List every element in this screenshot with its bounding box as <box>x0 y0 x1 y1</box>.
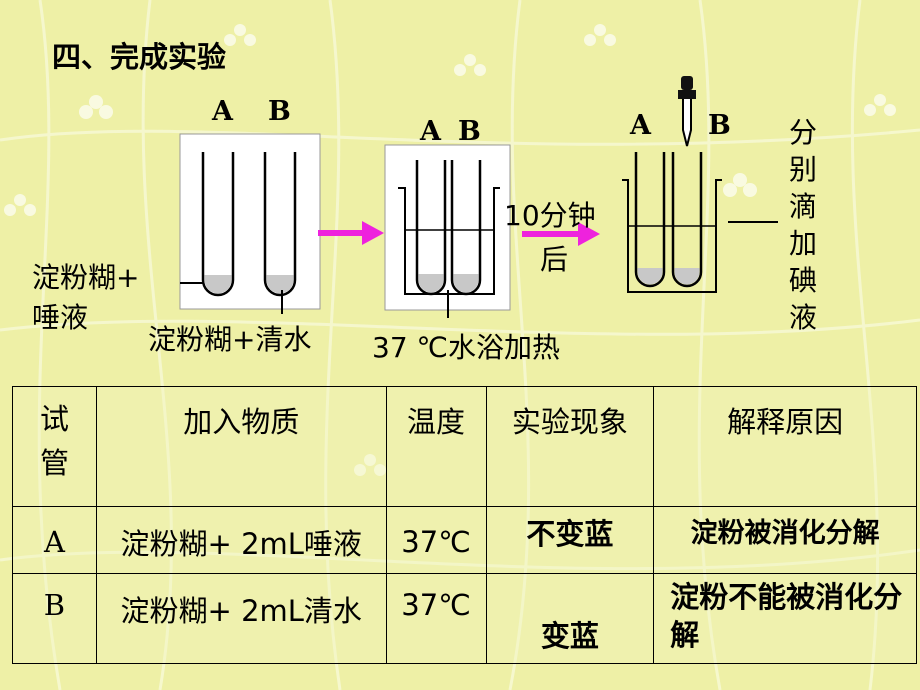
step2-bottom-label: 37 ℃水浴加热 <box>372 331 560 364</box>
page-title: 四、完成实验 <box>52 40 227 74</box>
cell-substance: 淀粉糊+ 2mL清水 <box>95 573 387 664</box>
step3-label-a: A <box>630 110 651 141</box>
step1-label-a: A <box>212 96 233 127</box>
step2-water-bath <box>384 144 511 318</box>
cell-temperature: 37℃ <box>385 506 487 574</box>
step3-label-b: B <box>708 110 731 141</box>
cell-phenomenon: 不变蓝 <box>485 506 655 574</box>
table-row: A 淀粉糊+ 2mL唾液 37℃ 不变蓝 淀粉被消化分解 <box>12 506 917 574</box>
header-tube: 试管 <box>12 386 97 507</box>
step1-bottom-label: 淀粉糊+清水 <box>148 323 312 356</box>
arrow-1 <box>318 221 384 245</box>
header-temperature: 温度 <box>385 386 487 507</box>
table-header-row: 试管 加入物质 温度 实验现象 解释原因 <box>12 386 917 507</box>
cell-tube: A <box>12 506 97 574</box>
header-phenomenon: 实验现象 <box>485 386 655 507</box>
step2-time-line1: 10分钟 <box>504 199 596 232</box>
step1-left-label-line2: 唾液 <box>32 301 89 334</box>
cell-temperature: 37℃ <box>385 573 487 664</box>
arrow-2 <box>522 222 600 246</box>
header-reason: 解释原因 <box>653 386 917 507</box>
step1-tubes <box>179 133 321 314</box>
cell-reason: 淀粉不能被消化分解 <box>653 573 917 664</box>
step2-label-b: B <box>458 116 481 147</box>
step1-label-b: B <box>268 96 291 127</box>
step3-right-label: 分别滴加碘液 <box>788 116 817 334</box>
table-row: B 淀粉糊+ 2mL清水 37℃ 变蓝 淀粉不能被消化分解 <box>12 573 917 664</box>
step3-iodine-test <box>622 76 778 293</box>
cell-phenomenon: 变蓝 <box>485 573 655 664</box>
results-table: 试管 加入物质 温度 实验现象 解释原因 A 淀粉糊+ 2mL唾液 37℃ 不变… <box>12 386 917 664</box>
header-substance: 加入物质 <box>95 386 387 507</box>
experiment-diagram <box>179 76 778 318</box>
step1-left-label-line1: 淀粉糊+ <box>32 261 140 294</box>
cell-tube: B <box>12 573 97 664</box>
step2-time-line2: 后 <box>540 243 569 276</box>
cell-substance: 淀粉糊+ 2mL唾液 <box>95 506 387 574</box>
step2-label-a: A <box>420 116 441 147</box>
cell-reason: 淀粉被消化分解 <box>653 506 917 574</box>
